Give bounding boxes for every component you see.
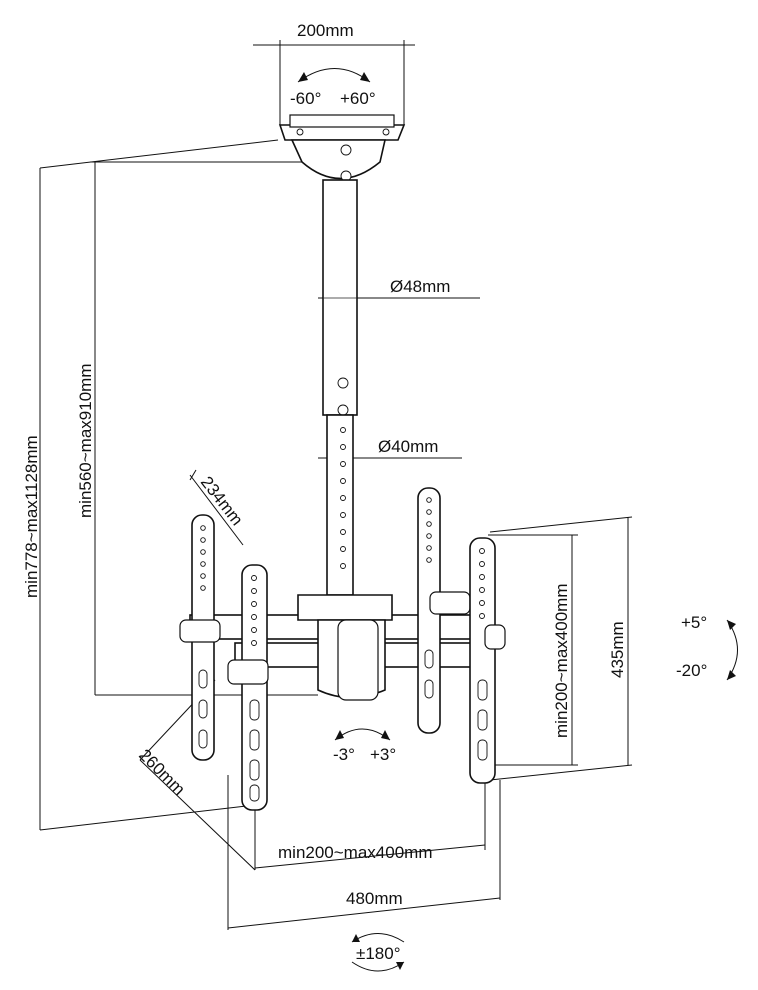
level-plus-label: +3° <box>370 745 396 764</box>
bracket-height-label: 435mm <box>608 621 627 678</box>
pole-upper-diameter-label: Ø48mm <box>390 277 450 296</box>
vesa-horizontal-label: min200~max400mm <box>278 843 433 862</box>
rotation-label: ±180° <box>356 944 401 963</box>
front-left-bracket <box>227 564 269 811</box>
front-right-bracket <box>469 537 506 784</box>
pole-height-label: min560~max910mm <box>76 364 95 519</box>
tilt-plus-label: +5° <box>681 613 707 632</box>
level-minus-label: -3° <box>333 745 355 764</box>
rear-right-bracket <box>417 487 471 734</box>
ceiling-plate <box>278 114 406 182</box>
swivel-top-minus-label: -60° <box>290 89 321 108</box>
bracket-holes <box>198 497 488 802</box>
top-plate-width-label: 200mm <box>297 21 354 40</box>
vesa-vertical-label: min200~max400mm <box>552 584 571 739</box>
total-height-label: min778~max1128mm <box>22 435 41 598</box>
dimension-lines <box>39 40 633 930</box>
pole-lower-diameter-label: Ø40mm <box>378 437 438 456</box>
front-depth-label: 260mm <box>135 745 189 799</box>
tilt-minus-label: -20° <box>676 661 707 680</box>
overall-width-label: 480mm <box>346 889 403 908</box>
pole <box>322 179 358 596</box>
rear-left-bracket <box>179 514 221 761</box>
rotation-arrows <box>297 68 738 972</box>
swivel-top-plus-label: +60° <box>340 89 376 108</box>
